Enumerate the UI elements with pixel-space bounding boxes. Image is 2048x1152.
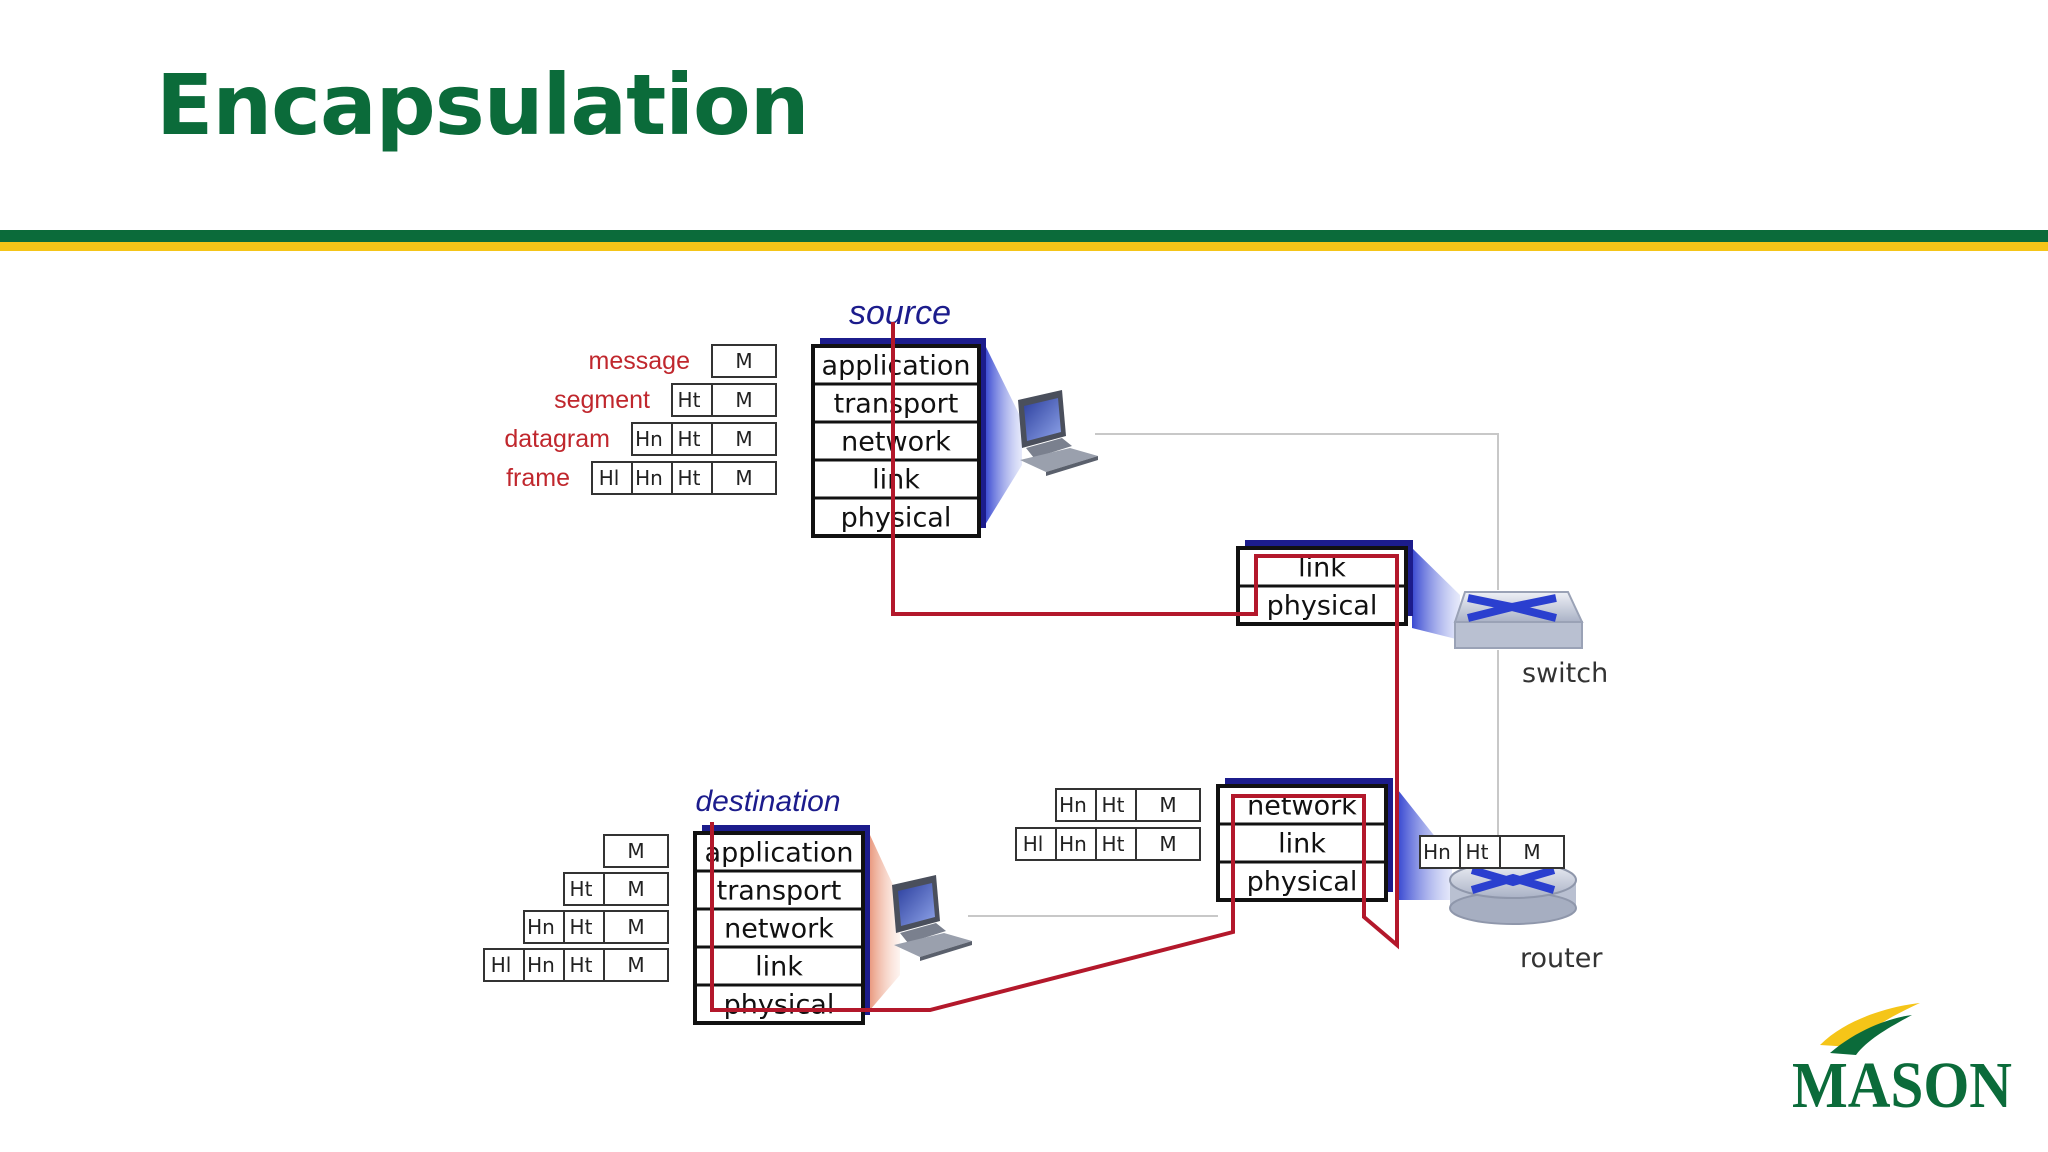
destination-layer-link: link bbox=[755, 952, 803, 983]
router-layer-physical: physical bbox=[1247, 867, 1358, 898]
legend-frame-cell-text: M bbox=[735, 466, 752, 490]
destination-header-3-cell bbox=[523, 948, 565, 982]
source-layer-physical: physical bbox=[841, 503, 952, 534]
router-left-0-cell bbox=[1135, 788, 1201, 822]
destination-header-3-cell-text: M bbox=[627, 953, 644, 977]
router-right-cell-text: Ht bbox=[1466, 840, 1489, 864]
router-left-1-cell-text: Hl bbox=[1023, 832, 1044, 856]
destination-header-2-cell-text: Ht bbox=[570, 915, 593, 939]
legend-segment-cell-text: Ht bbox=[678, 388, 701, 412]
legend-datagram-cell bbox=[711, 422, 777, 456]
switch-layer-physical: physical bbox=[1267, 591, 1378, 622]
green-divider bbox=[0, 230, 2048, 242]
legend-datagram-cell-text: M bbox=[735, 427, 752, 451]
source-layer-link: link bbox=[872, 465, 920, 496]
mason-logo: MASON bbox=[1792, 1003, 2012, 1115]
router-right-cell bbox=[1499, 835, 1565, 869]
destination-header-3-cell-text: Hn bbox=[527, 953, 555, 977]
router-layer-link: link bbox=[1278, 829, 1326, 860]
router-icon bbox=[1449, 861, 1577, 925]
switch-label: switch bbox=[1522, 658, 1608, 689]
source-stack-frame bbox=[811, 344, 981, 538]
router-left-1-cell-text: Ht bbox=[1102, 832, 1125, 856]
legend-label-datagram: datagram bbox=[504, 425, 610, 453]
destination-header-2-cell bbox=[563, 910, 605, 944]
source-layer-application: application bbox=[822, 351, 971, 382]
grey-links bbox=[968, 433, 1499, 917]
router-left-0-cell-text: Ht bbox=[1102, 793, 1125, 817]
switch-ray bbox=[1412, 548, 1460, 640]
legend-datagram-cell-text: Ht bbox=[678, 427, 701, 451]
router-left-1-cell-text: M bbox=[1159, 832, 1176, 856]
destination-header-3-cell-text: Ht bbox=[570, 953, 593, 977]
router-left-0-cell-text: M bbox=[1159, 793, 1176, 817]
destination-computer-icon bbox=[892, 875, 972, 961]
router-left-1-cell bbox=[1135, 827, 1201, 861]
destination-ray bbox=[870, 835, 900, 1010]
destination-header-1-cell-text: M bbox=[627, 877, 644, 901]
destination-header-0-cell bbox=[603, 834, 669, 868]
router-right-headers: Hn Ht M bbox=[1419, 835, 1565, 869]
router-left-0-cell bbox=[1055, 788, 1097, 822]
router-right-cell bbox=[1459, 835, 1501, 869]
legend-datagram-cell bbox=[631, 422, 673, 456]
router-stack-frame bbox=[1216, 784, 1388, 902]
router-right-cell-text: M bbox=[1523, 840, 1540, 864]
destination-layer-application: application bbox=[705, 838, 854, 869]
destination-header-3-cell bbox=[603, 948, 669, 982]
legend-label-frame: frame bbox=[506, 464, 570, 492]
destination-header-2-cell bbox=[603, 910, 669, 944]
legend-message-cell bbox=[711, 344, 777, 378]
mason-logo-text: MASON bbox=[1792, 1049, 2012, 1115]
legend-segment-cell bbox=[671, 383, 713, 417]
legend-label-segment: segment bbox=[554, 386, 650, 414]
legend-frame-cell bbox=[671, 461, 713, 495]
destination-stack-frame bbox=[693, 831, 865, 1025]
legend-frame-cell-text: Hl bbox=[599, 466, 620, 490]
router-left-1-cell bbox=[1095, 827, 1137, 861]
destination-stack: application transport network link physical bbox=[693, 825, 870, 1025]
destination-layer-network: network bbox=[724, 914, 834, 945]
switch-icon bbox=[1453, 591, 1584, 649]
destination-header-1-cell bbox=[603, 872, 669, 906]
source-label: source bbox=[849, 294, 951, 332]
source-layer-network: network bbox=[841, 427, 951, 458]
legend-label-message: message bbox=[589, 347, 690, 375]
destination-header-3-cell-text: Hl bbox=[491, 953, 512, 977]
source-ray bbox=[985, 345, 1022, 525]
source-computer-icon bbox=[1018, 390, 1098, 476]
legend-frame-cell-text: Ht bbox=[678, 466, 701, 490]
data-path bbox=[710, 322, 1399, 1012]
gold-divider bbox=[0, 242, 2048, 251]
destination-layer-transport: transport bbox=[717, 876, 842, 907]
router-left-0-cell-text: Hn bbox=[1059, 793, 1087, 817]
legend-frame-cell-text: Hn bbox=[635, 466, 663, 490]
legend-message-cell-text: M bbox=[735, 349, 752, 373]
slide-title: Encapsulation bbox=[156, 56, 810, 154]
legend-frame-cell bbox=[711, 461, 777, 495]
destination-header-2-cell-text: M bbox=[627, 915, 644, 939]
destination-header-0-cell-text: M bbox=[627, 839, 644, 863]
legend-datagram-cell-text: Hn bbox=[635, 427, 663, 451]
destination-header-1-cell-text: Ht bbox=[570, 877, 593, 901]
destination-layer-physical: physical bbox=[724, 990, 835, 1021]
destination-label: destination bbox=[695, 785, 840, 818]
destination-header-2-cell-text: Hn bbox=[527, 915, 555, 939]
legend-segment-cell bbox=[711, 383, 777, 417]
router-left-1-cell-text: Hn bbox=[1059, 832, 1087, 856]
legend-segment-cell-text: M bbox=[735, 388, 752, 412]
router-label: router bbox=[1520, 943, 1603, 974]
legend-frame-cell bbox=[591, 461, 633, 495]
source-stack: application transport network link physical bbox=[811, 338, 986, 538]
router-right-cell-text: Hn bbox=[1423, 840, 1451, 864]
source-layer-transport: transport bbox=[834, 389, 959, 420]
